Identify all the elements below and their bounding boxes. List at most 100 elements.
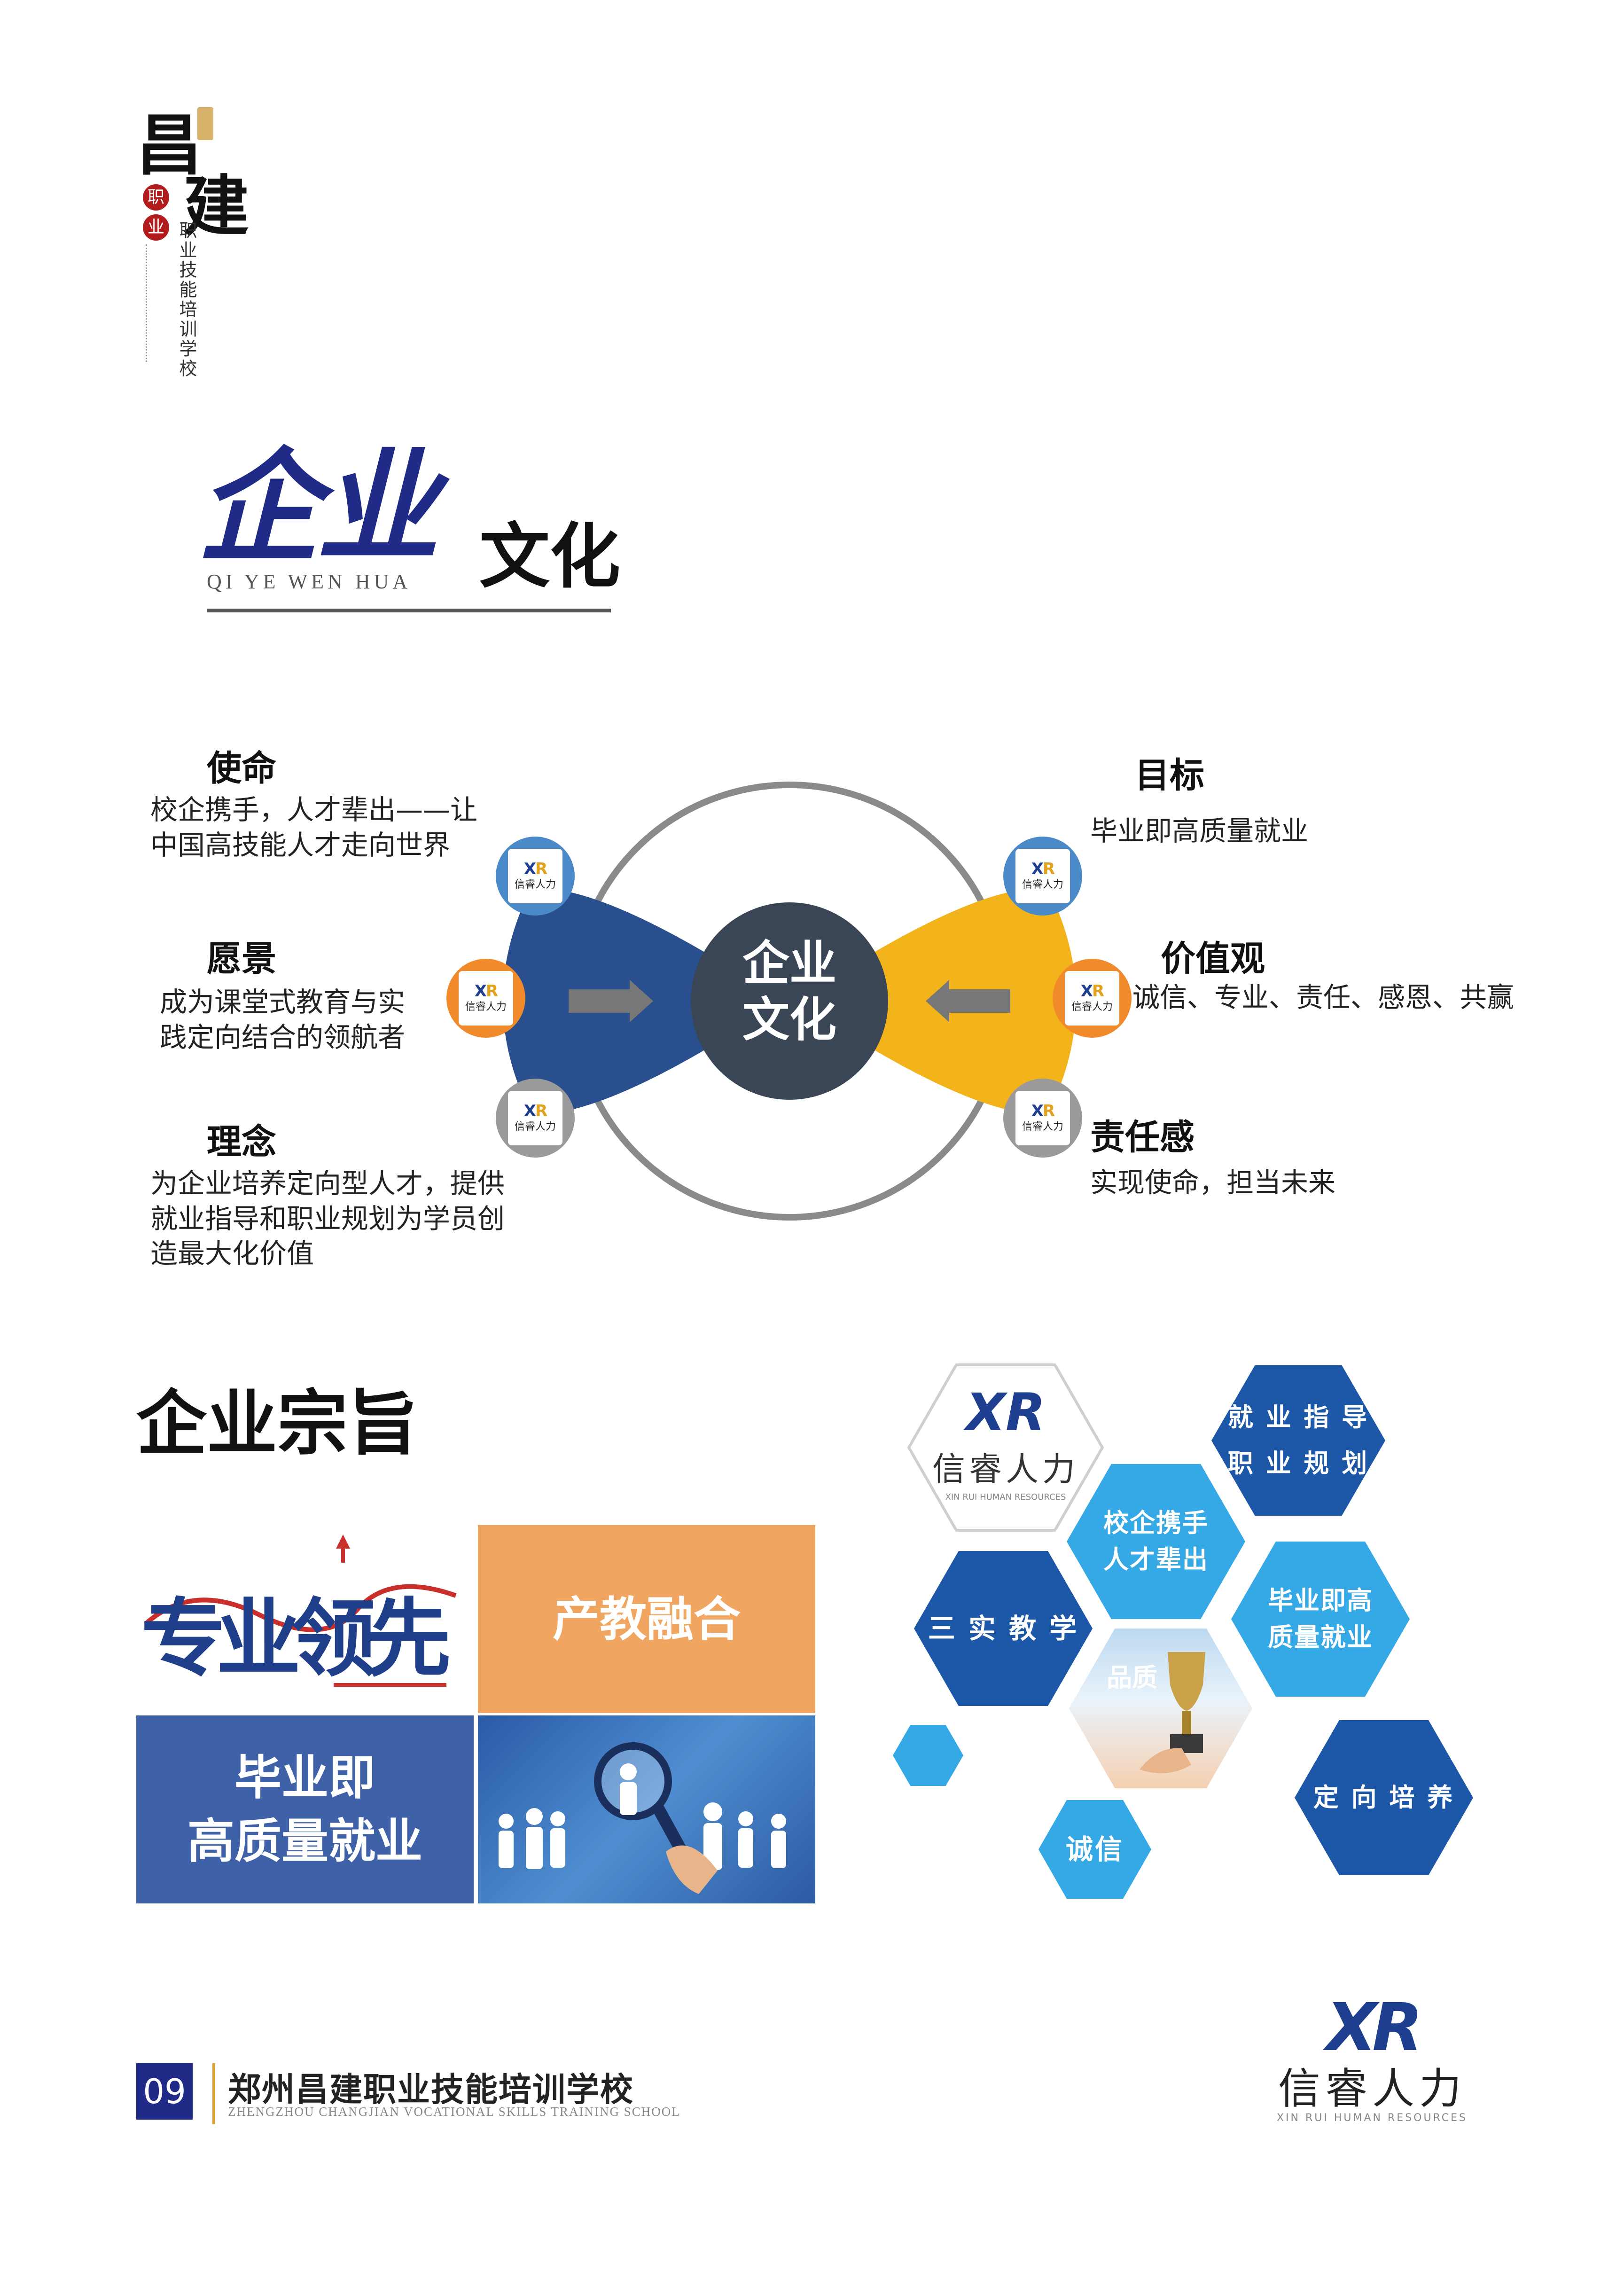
- hex-quality-label: 品质: [1107, 1663, 1157, 1692]
- values-text-1: 诚信、专业、责任、感恩、共赢: [1132, 981, 1515, 1014]
- hex-quality-line-2: 质量就业: [1268, 1622, 1373, 1652]
- idea-text-3: 造最大化价值: [150, 1237, 314, 1269]
- hex-integrity-text: 诚信: [1065, 1833, 1124, 1865]
- brand-hex-content: XR 信睿人力 XIN RUI HUMAN RESOURCES: [907, 1386, 1104, 1502]
- tile-industry-edu-text: 产教融合: [553, 1591, 741, 1647]
- hex-three-practice-text: 三 实 教 学: [928, 1612, 1079, 1644]
- hex-directional-training: 定 向 培 养: [1295, 1720, 1473, 1875]
- title-underline: [207, 609, 611, 612]
- badge-mark-x: X: [474, 981, 487, 1001]
- center-line-2: 文化: [742, 992, 836, 1047]
- hex-career-guidance: 就 业 指 导 职 业 规 划: [1211, 1365, 1385, 1516]
- badge-mark-x: X: [523, 859, 536, 878]
- footer-school-name: 郑州昌建职业技能培训学校: [228, 2070, 634, 2109]
- footer-brand-name: 信睿人力: [1278, 2064, 1466, 2114]
- badge-mark-x: X: [523, 1101, 536, 1120]
- page-number: 09: [136, 2063, 193, 2120]
- badge-mark-x: X: [1031, 859, 1044, 878]
- talent-search-graphic: [499, 1742, 786, 1894]
- label-idea: 理念 为企业培养定向型人才，提供 就业指导和职业规划为学员创 造最大化价值: [150, 1123, 536, 1271]
- hex-directional-text: 定 向 培 养: [1313, 1782, 1455, 1812]
- hex-school-line-2: 人才辈出: [1103, 1545, 1209, 1574]
- hex-career-line-1: 就 业 指 导: [1227, 1402, 1369, 1432]
- hex-school-line-1: 校企携手: [1103, 1508, 1209, 1538]
- logo-vertical-text: 职业技能培训学校: [176, 221, 197, 379]
- title-bold: 文化: [479, 516, 621, 598]
- center-label: 企业 文化: [695, 935, 883, 1048]
- footer-divider: [212, 2063, 215, 2124]
- badge-mark-r: R: [486, 981, 498, 1001]
- logo-gold-tag: [197, 107, 213, 140]
- hex-career-line-2: 职 业 规 划: [1227, 1448, 1369, 1478]
- logo-seal-1: 职: [143, 184, 169, 211]
- responsibility-head: 责任感: [1090, 1117, 1195, 1158]
- footer-brand-mark: XR: [1326, 1989, 1423, 2066]
- lead-arrow-graphic: [144, 1534, 457, 1687]
- arrow-right: [569, 980, 653, 1022]
- purpose-grid: 专业领先 产教融合 毕业即 高质量就业: [136, 1525, 815, 1903]
- tile-professional-lead-text: 专业领先: [141, 1589, 451, 1688]
- goal-text-1: 毕业即高质量就业: [1090, 815, 1309, 847]
- center-circle: [691, 902, 888, 1100]
- brand-hex-outline: [907, 1363, 1104, 1532]
- hex-small-deco: [893, 1725, 963, 1786]
- logo-char-chang: 昌: [136, 107, 203, 184]
- title-calligraphy: 企业: [197, 436, 439, 579]
- badge-text: 信睿人力: [514, 878, 556, 891]
- vision-text-2: 践定向结合的领航者: [160, 1021, 406, 1053]
- mission-head: 使命: [207, 748, 276, 789]
- badge-text: 信睿人力: [465, 1001, 507, 1013]
- logo-char-jian: 建: [183, 168, 250, 245]
- hex-integrity: 诚信: [1038, 1800, 1151, 1899]
- section-title-purpose: 企业宗旨: [136, 1383, 419, 1465]
- arrow-left: [926, 980, 1010, 1022]
- label-mission: 使命 校企携手，人才辈出——让 中国高技能人才走向世界: [150, 748, 526, 862]
- badge-mark-x: X: [1080, 981, 1093, 1001]
- badge-mark-x: X: [1031, 1101, 1044, 1120]
- idea-text-1: 为企业培养定向型人才，提供: [150, 1167, 505, 1200]
- vision-head: 愿景: [207, 939, 276, 979]
- idea-head: 理念: [207, 1122, 276, 1162]
- brand-hex-name: 信睿人力: [932, 1450, 1079, 1488]
- label-vision: 愿景 成为课堂式教育与实 践定向结合的领航者: [160, 939, 451, 1055]
- hex-quality-trophy: 品质: [1069, 1628, 1252, 1788]
- logo-seal-2: 业: [143, 214, 169, 241]
- hex-cluster: XR 信睿人力 XIN RUI HUMAN RESOURCES 就 业 指 导 …: [879, 1344, 1490, 1922]
- idea-text-2: 就业指导和职业规划为学员创: [150, 1202, 505, 1235]
- responsibility-text-1: 实现使命，担当未来: [1090, 1166, 1336, 1199]
- badge-text: 信睿人力: [1022, 878, 1063, 891]
- label-responsibility: 责任感 实现使命，担当未来: [1090, 1117, 1419, 1200]
- mission-text-2: 中国高技能人才走向世界: [150, 829, 451, 861]
- school-logo: 昌 建 职 业 职业技能培训学校: [132, 103, 254, 395]
- footer-brand-sub: XIN RUI HUMAN RESOURCES: [1277, 2112, 1468, 2124]
- tile-professional-lead: 专业领先: [136, 1525, 474, 1713]
- hex-quality-line-1: 毕业即高: [1268, 1585, 1373, 1615]
- tile-talent-search-image: [478, 1715, 815, 1903]
- badge-text: 信睿人力: [1022, 1120, 1063, 1133]
- center-line-1: 企业: [742, 936, 836, 991]
- badge-mark-r: R: [1092, 981, 1104, 1001]
- footer-school-name-en: ZHENGZHOU CHANGJIAN VOCATIONAL SKILLS TR…: [228, 2105, 680, 2119]
- badge-mark-r: R: [535, 1101, 547, 1120]
- brand-hex-sub: XIN RUI HUMAN RESOURCES: [945, 1492, 1066, 1502]
- hex-three-practice: 三 实 教 学: [914, 1551, 1093, 1706]
- tile-graduate-employment-text: 毕业即 高质量就业: [187, 1746, 422, 1873]
- tile-graduate-employment: 毕业即 高质量就业: [136, 1715, 474, 1903]
- footer-brand-logo: XR 信睿人力 XIN RUI HUMAN RESOURCES: [1264, 1995, 1480, 2124]
- logo-fine-print: [146, 244, 155, 362]
- tile-industry-edu: 产教融合: [478, 1525, 815, 1713]
- badge-mark-r: R: [535, 859, 547, 878]
- badge-mark-r: R: [1043, 1101, 1055, 1120]
- badge-text: 信睿人力: [1071, 1001, 1113, 1013]
- label-values: 价值观 诚信、专业、责任、感恩、共赢: [1132, 939, 1607, 1015]
- hex-quality-employment: 毕业即高 质量就业: [1231, 1542, 1410, 1697]
- vision-text-1: 成为课堂式教育与实: [160, 986, 406, 1018]
- badge-mark-r: R: [1043, 859, 1055, 878]
